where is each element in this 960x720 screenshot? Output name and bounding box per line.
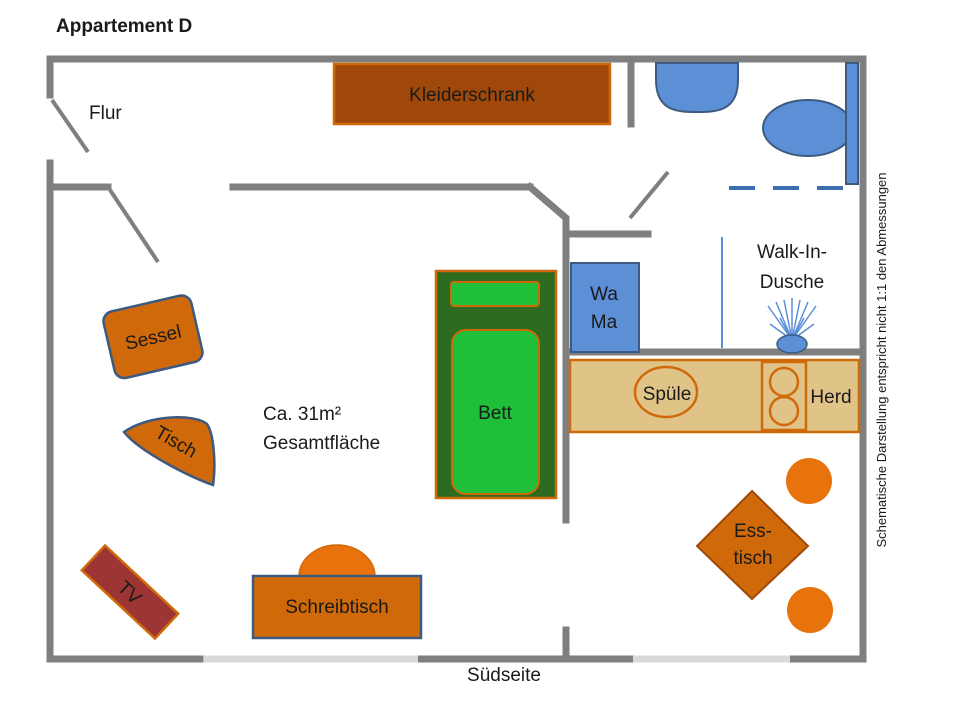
kitchen-sink-label: Spüle (643, 384, 692, 405)
tv: TV (80, 543, 180, 641)
washing-machine-label-2: Ma (591, 312, 618, 333)
burner-icon (768, 395, 800, 427)
toilet-icon (762, 99, 854, 157)
area-label-2: Gesamtfläche (263, 433, 380, 454)
kitchen-sink-icon (633, 365, 699, 419)
desk-label: Schreibtisch (285, 597, 389, 618)
room-divider-wall (525, 182, 570, 524)
side-note: Schematische Darstellung entspricht nich… (874, 172, 889, 547)
washing-machine: Wa Ma (570, 262, 640, 353)
burner-icon (768, 366, 800, 398)
stove-label: Herd (810, 387, 851, 408)
bed-label: Bett (478, 403, 513, 424)
wardrobe-label: Kleiderschrank (409, 85, 535, 106)
shower-head-icon (767, 298, 817, 354)
armchair: Sessel (102, 294, 204, 380)
side-table: Tisch (122, 416, 216, 487)
desk-chair (298, 544, 376, 578)
dining-table: Ess- tisch (695, 458, 833, 633)
dining-table-label-1: Ess- (734, 521, 772, 542)
wardrobe: Kleiderschrank (332, 62, 612, 126)
entrance-door (50, 98, 90, 154)
room-door (108, 188, 160, 264)
washing-machine-label-1: Wa (590, 284, 618, 305)
desk: Schreibtisch (251, 544, 423, 640)
dining-chair (787, 587, 833, 633)
flur-label: Flur (89, 103, 122, 124)
bath-door (628, 170, 670, 220)
dining-table-label-2: tisch (733, 548, 772, 569)
sink-icon (655, 62, 739, 114)
dining-chair (786, 458, 832, 504)
kitchen-counter: Spüle Herd (568, 358, 861, 434)
shower-label-2: Dusche (760, 272, 824, 293)
south-side-label: Südseite (467, 665, 541, 686)
bed: Bett (434, 269, 558, 500)
bath-cabinet (845, 62, 859, 185)
walls (46, 55, 867, 663)
plan-title: Appartement D (56, 16, 192, 37)
area-label-1: Ca. 31m² (263, 404, 341, 425)
doors (50, 98, 670, 264)
shower-label-1: Walk-In- (757, 242, 827, 263)
